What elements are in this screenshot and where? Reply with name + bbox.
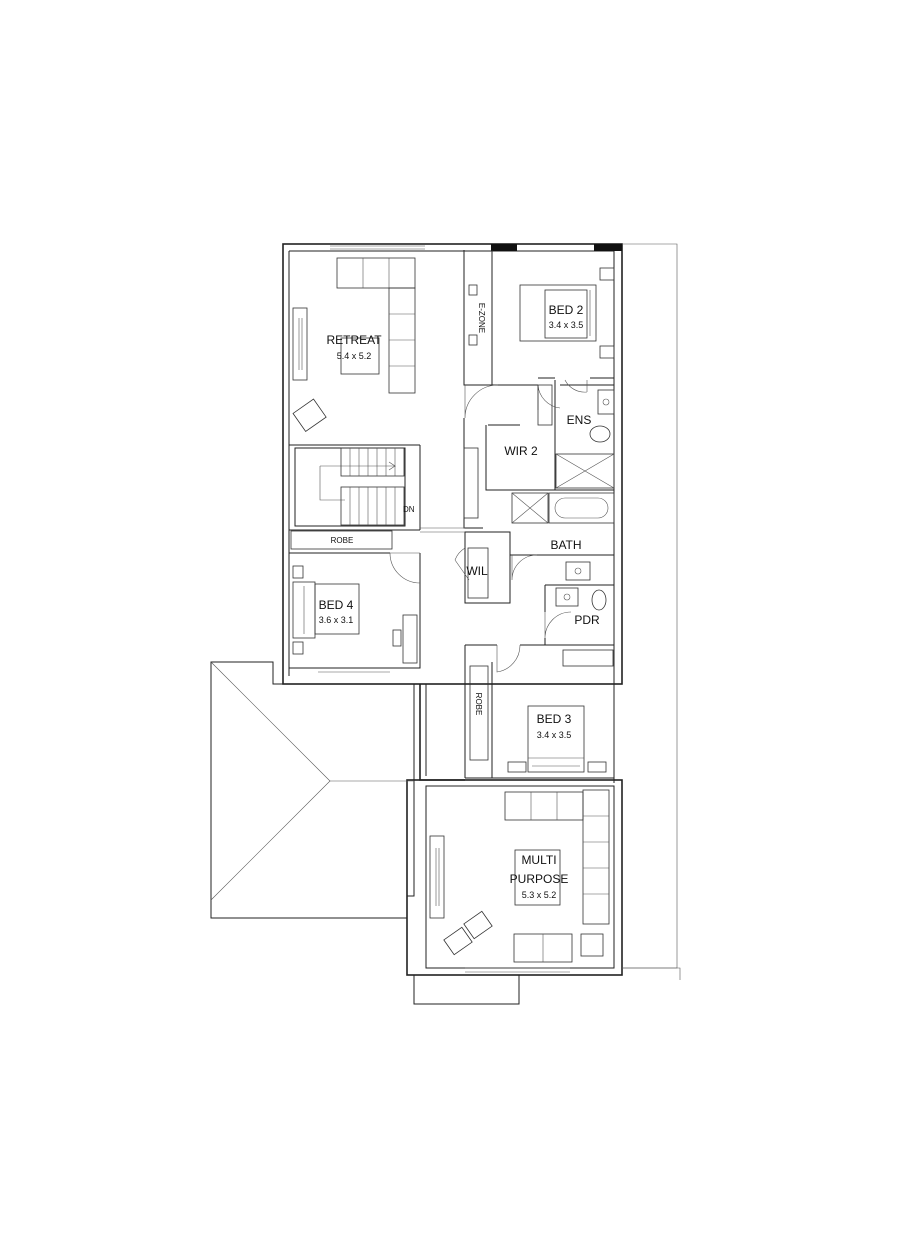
pdr-label: PDR — [574, 613, 600, 627]
window-bed2-right — [594, 244, 622, 251]
ens-label: ENS — [567, 413, 592, 427]
bed3-size: 3.4 x 3.5 — [537, 730, 572, 740]
bath-fixtures — [467, 492, 615, 599]
bed2-label: BED 2 — [549, 303, 584, 317]
multi-size: 5.3 x 5.2 — [522, 890, 557, 900]
pdr-fixtures — [555, 587, 607, 611]
bed2-furniture — [519, 267, 615, 359]
retreat-size: 5.4 x 5.2 — [337, 351, 372, 361]
window-bed2-left — [491, 244, 517, 251]
room-labels: RETREAT 5.4 x 5.2 BED 2 3.4 x 3.5 E-ZONE… — [319, 303, 600, 900]
retreat-furniture — [292, 257, 478, 433]
bath-label: BATH — [550, 538, 581, 552]
bed2-size: 3.4 x 3.5 — [549, 320, 584, 330]
bed4-label: BED 4 — [319, 598, 354, 612]
ezone-label: E-ZONE — [477, 303, 486, 333]
multi-label-line2: PURPOSE — [510, 872, 569, 886]
outer-walls — [282, 243, 681, 1005]
bed4-furniture — [292, 565, 418, 664]
bed4-size: 3.6 x 3.1 — [319, 615, 354, 625]
bed3-label: BED 3 — [537, 712, 572, 726]
robe-bed4-label: ROBE — [331, 536, 354, 545]
roof-outline — [210, 661, 415, 919]
staircase: DN — [294, 447, 415, 527]
robes — [290, 530, 393, 550]
ensuite-fixtures — [463, 384, 615, 519]
multi-purpose-furniture — [429, 789, 610, 963]
bed3-furniture — [469, 649, 614, 773]
stair-direction: DN — [403, 505, 415, 514]
robe-bed3-label: ROBE — [474, 693, 483, 716]
multi-label-line1: MULTI — [521, 853, 556, 867]
retreat-label: RETREAT — [326, 333, 382, 347]
wil-label: WIL — [466, 564, 488, 578]
wir2-label: WIR 2 — [504, 444, 538, 458]
internal-walls — [288, 250, 614, 779]
